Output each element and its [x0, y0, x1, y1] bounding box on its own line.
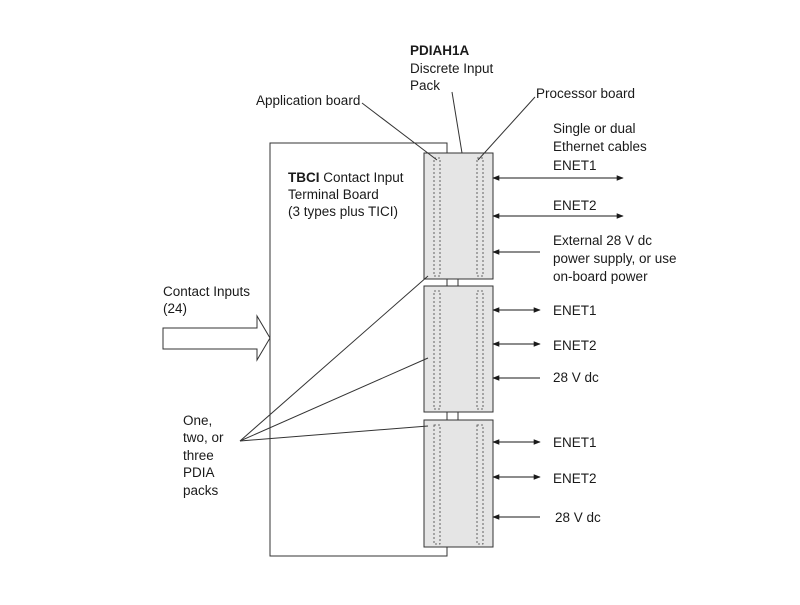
- ethernet-label-line1: Single or dual: [553, 121, 636, 136]
- packs-note-line5: packs: [183, 483, 219, 498]
- packs-note-line2: two, or: [183, 430, 224, 445]
- pdia-pack-1: [423, 152, 494, 280]
- processor-board-slot: [476, 157, 484, 277]
- application-board-slot: [433, 290, 441, 410]
- terminal-board-label-line1: TBCI Contact Input: [288, 170, 404, 185]
- pack2-enet1-label: ENET1: [553, 303, 597, 318]
- terminal-board-suffix: Contact Input: [320, 170, 404, 185]
- packs-note-leader-1: [239, 275, 429, 442]
- terminal-board-label-line2: Terminal Board: [288, 187, 379, 202]
- pack2-power-label: 28 V dc: [553, 370, 599, 385]
- pack3-enet2-label: ENET2: [553, 471, 597, 486]
- pack1-power-line2: power supply, or use: [553, 251, 677, 266]
- processor-board-leader: [477, 96, 536, 161]
- application-board-slot: [433, 424, 441, 545]
- pack1-power-line1: External 28 V dc: [553, 233, 652, 248]
- pack1-enet1-label: ENET1: [553, 158, 597, 173]
- processor-board-slot: [476, 290, 484, 410]
- contact-inputs-label-line2: (24): [163, 301, 187, 316]
- pdia-pack-2: [423, 285, 494, 413]
- application-board-leader: [361, 102, 438, 161]
- packs-note-leader-2: [239, 357, 429, 442]
- pack2-enet2-label: ENET2: [553, 338, 597, 353]
- packs-note-line3: three: [183, 448, 214, 463]
- pack-body: [423, 152, 494, 280]
- pack1-enet2-label: ENET2: [553, 198, 597, 213]
- application-board-label: Application board: [256, 93, 360, 108]
- pack-body: [423, 285, 494, 413]
- terminal-board-name: TBCI: [288, 170, 320, 185]
- pack-title-line2: Pack: [410, 78, 440, 93]
- packs-note-leader-3: [239, 425, 429, 442]
- contact-inputs-label-line1: Contact Inputs: [163, 284, 250, 299]
- pack-model-label: PDIAH1A: [410, 43, 470, 58]
- pdia-pack-3: [423, 419, 494, 548]
- processor-board-slot: [476, 424, 484, 545]
- pack3-power-label: 28 V dc: [555, 510, 601, 525]
- pack1-power-line3: on-board power: [553, 269, 648, 284]
- pack3-enet1-label: ENET1: [553, 435, 597, 450]
- ethernet-label-line2: Ethernet cables: [553, 139, 647, 154]
- contact-inputs-arrow: [162, 314, 271, 362]
- terminal-board-label-line3: (3 types plus TICI): [288, 204, 398, 219]
- pack-title-leader: [451, 91, 463, 154]
- packs-note-line4: PDIA: [183, 465, 215, 480]
- processor-board-label: Processor board: [536, 86, 635, 101]
- application-board-slot: [433, 157, 441, 277]
- packs-note-line1: One,: [183, 413, 212, 428]
- pack-body: [423, 419, 494, 548]
- terminal-board: [269, 142, 448, 557]
- pack-title-line1: Discrete Input: [410, 61, 494, 76]
